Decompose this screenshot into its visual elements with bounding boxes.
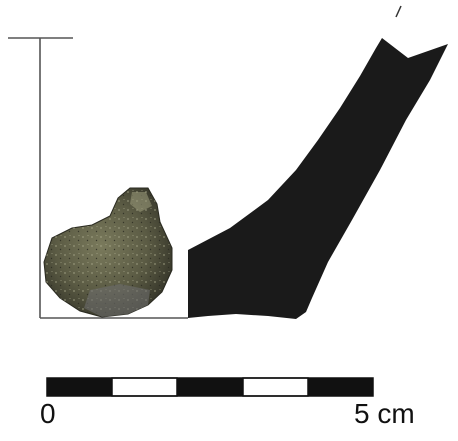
scale-segment-3 xyxy=(177,378,243,396)
sherd-texture xyxy=(44,188,172,317)
sherd-highlight xyxy=(130,192,152,212)
scale-segment-5 xyxy=(308,378,373,396)
vessel-profile-section xyxy=(188,38,448,319)
rim-tick-mark xyxy=(395,5,402,18)
scale-segment-1 xyxy=(47,378,112,396)
scale-end-label: 5 cm xyxy=(354,398,415,429)
scale-bar-outline xyxy=(46,377,374,397)
scale-segment-2 xyxy=(111,377,178,397)
sherd-break-edge xyxy=(84,284,150,317)
scale-segment-4 xyxy=(242,377,309,397)
scale-start-label: 0 xyxy=(40,398,56,429)
sherd-photo xyxy=(43,187,173,318)
profile-guide-lines xyxy=(8,37,188,319)
scale-bar xyxy=(46,377,374,397)
